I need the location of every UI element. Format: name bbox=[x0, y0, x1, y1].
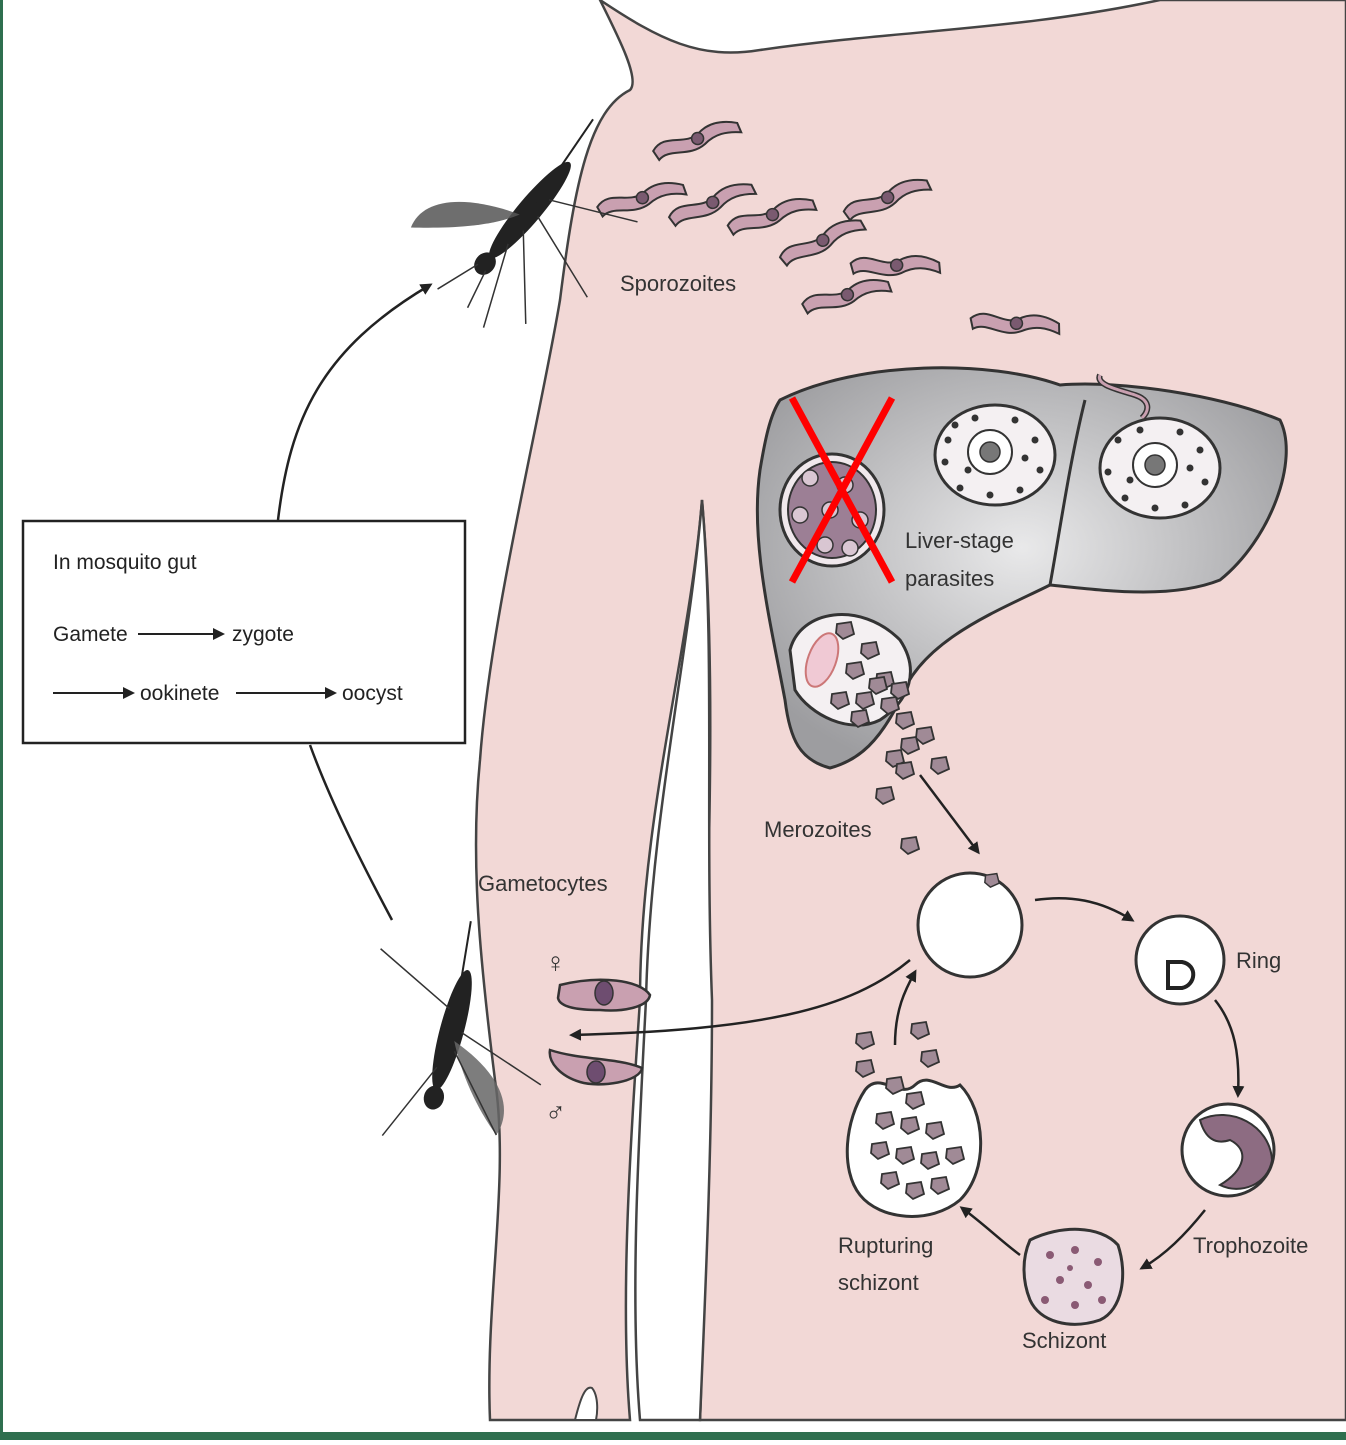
mosquito-gut-box: In mosquito gut Gamete zygote ookinete o… bbox=[23, 521, 465, 743]
label-gametocytes: Gametocytes bbox=[478, 871, 608, 896]
box-title: In mosquito gut bbox=[53, 551, 197, 574]
box-ookinete: ookinete bbox=[140, 682, 219, 705]
label-trophozoite: Trophozoite bbox=[1193, 1233, 1308, 1258]
ring-stage-cell bbox=[1136, 916, 1224, 1004]
label-liver-stage-2: parasites bbox=[905, 566, 994, 591]
red-blood-cell-invaded bbox=[918, 873, 1022, 977]
arrow-from-mosquito-bottom bbox=[310, 745, 392, 920]
label-rupturing-2: schizont bbox=[838, 1270, 919, 1295]
liver-cell-1 bbox=[935, 405, 1055, 505]
arrow-mosquito-up bbox=[278, 285, 430, 520]
label-merozoites: Merozoites bbox=[764, 817, 872, 842]
box-zygote: zygote bbox=[232, 623, 294, 646]
box-oocyst: oocyst bbox=[342, 682, 403, 705]
box-gamete: Gamete bbox=[53, 623, 128, 646]
female-gametocyte-symbol: ♀ bbox=[545, 947, 566, 978]
label-liver-stage-1: Liver-stage bbox=[905, 528, 1014, 553]
label-sporozoites: Sporozoites bbox=[620, 271, 736, 296]
label-rupturing-1: Rupturing bbox=[838, 1233, 933, 1258]
label-ring: Ring bbox=[1236, 948, 1281, 973]
label-schizont: Schizont bbox=[1022, 1328, 1106, 1353]
male-gametocyte-symbol: ♂ bbox=[545, 1097, 566, 1128]
schizont-cell bbox=[1024, 1229, 1123, 1324]
trophozoite-cell bbox=[1182, 1104, 1274, 1196]
liver-cell-2 bbox=[1100, 418, 1220, 518]
